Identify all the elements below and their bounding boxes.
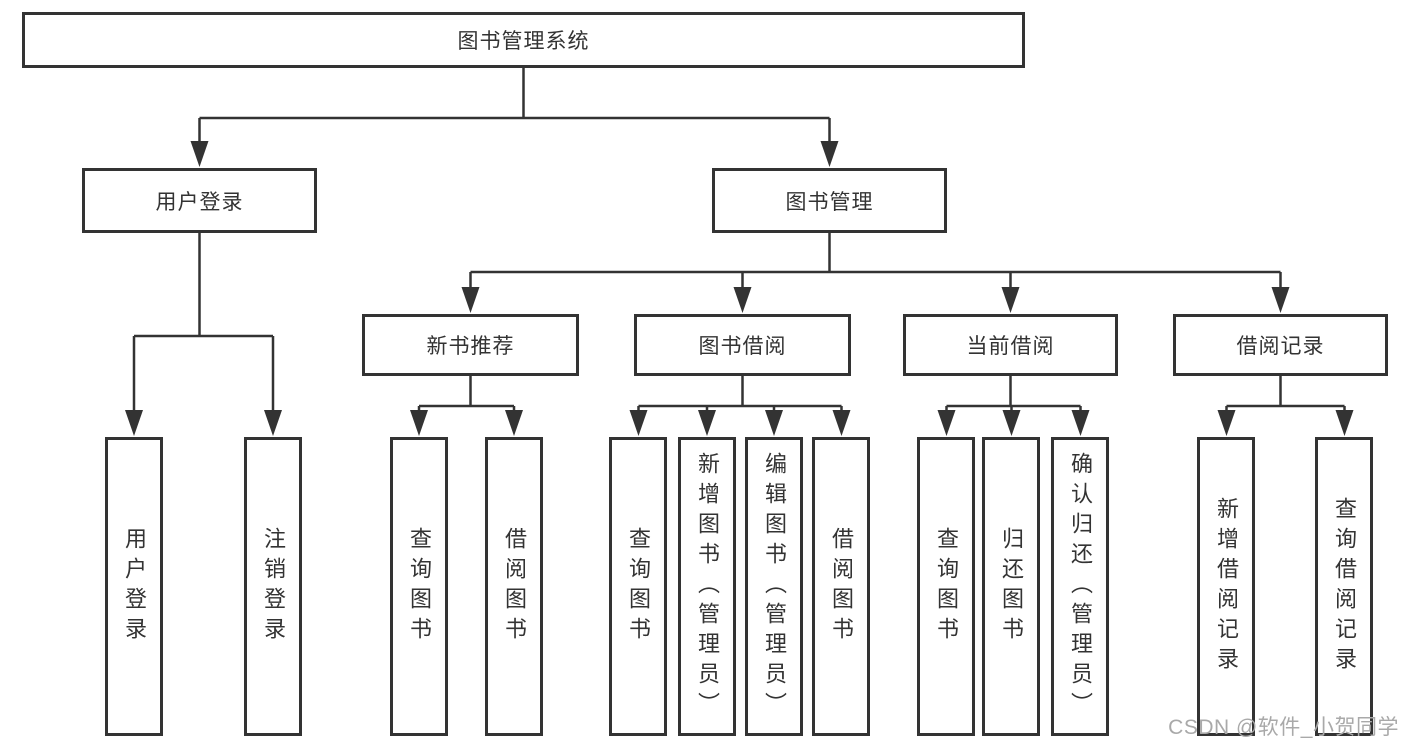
leaf-borrow-books-recommend-label: 借阅图书 <box>502 526 527 647</box>
leaf-query-books-current-label: 查询图书 <box>934 526 959 647</box>
leaf-query-books-recommend: 查询图书 <box>390 437 448 736</box>
leaf-return-books-label: 归还图书 <box>999 526 1024 647</box>
node-book-management: 图书管理 <box>712 168 947 233</box>
leaf-logout-label: 注销登录 <box>261 526 286 647</box>
leaf-add-borrow-record-label: 新增借阅记录 <box>1214 496 1239 677</box>
node-new-book-recommend-label: 新书推荐 <box>426 335 515 358</box>
node-borrowing-records-label: 借阅记录 <box>1236 335 1325 358</box>
node-book-management-label: 图书管理 <box>785 190 874 214</box>
leaf-query-books-current: 查询图书 <box>917 437 975 736</box>
leaf-query-books-recommend-label: 查询图书 <box>407 526 432 647</box>
leaf-query-borrow-record: 查询借阅记录 <box>1315 437 1373 736</box>
node-library-system-label: 图书管理系统 <box>457 30 590 53</box>
leaf-query-books-borrowing-label: 查询图书 <box>626 526 651 647</box>
node-book-borrowing: 图书借阅 <box>634 314 851 376</box>
node-user-login: 用户登录 <box>82 168 317 233</box>
leaf-logout: 注销登录 <box>244 437 302 736</box>
leaf-edit-books-admin-label: 编辑图书（管理员） <box>762 451 787 722</box>
leaf-add-books-admin-label: 新增图书（管理员） <box>695 451 720 722</box>
leaf-borrow-books: 借阅图书 <box>812 437 870 736</box>
node-current-borrowing: 当前借阅 <box>903 314 1118 376</box>
node-new-book-recommend: 新书推荐 <box>362 314 579 376</box>
node-library-system: 图书管理系统 <box>22 12 1025 68</box>
leaf-borrow-books-recommend: 借阅图书 <box>485 437 543 736</box>
node-user-login-label: 用户登录 <box>155 190 244 214</box>
leaf-user-login: 用户登录 <box>105 437 163 736</box>
node-borrowing-records: 借阅记录 <box>1173 314 1388 376</box>
leaf-add-borrow-record: 新增借阅记录 <box>1197 437 1255 736</box>
leaf-edit-books-admin: 编辑图书（管理员） <box>745 437 803 736</box>
leaf-confirm-return-admin-label: 确认归还（管理员） <box>1068 451 1093 722</box>
leaf-query-books-borrowing: 查询图书 <box>609 437 667 736</box>
leaf-confirm-return-admin: 确认归还（管理员） <box>1051 437 1109 736</box>
csdn-watermark: CSDN @软件_小贺同学 <box>1168 716 1399 739</box>
node-current-borrowing-label: 当前借阅 <box>966 335 1055 358</box>
leaf-query-borrow-record-label: 查询借阅记录 <box>1332 496 1357 677</box>
leaf-borrow-books-label: 借阅图书 <box>829 526 854 647</box>
node-book-borrowing-label: 图书借阅 <box>698 335 787 358</box>
leaf-user-login-label: 用户登录 <box>122 526 147 647</box>
leaf-add-books-admin: 新增图书（管理员） <box>678 437 736 736</box>
leaf-return-books: 归还图书 <box>982 437 1040 736</box>
